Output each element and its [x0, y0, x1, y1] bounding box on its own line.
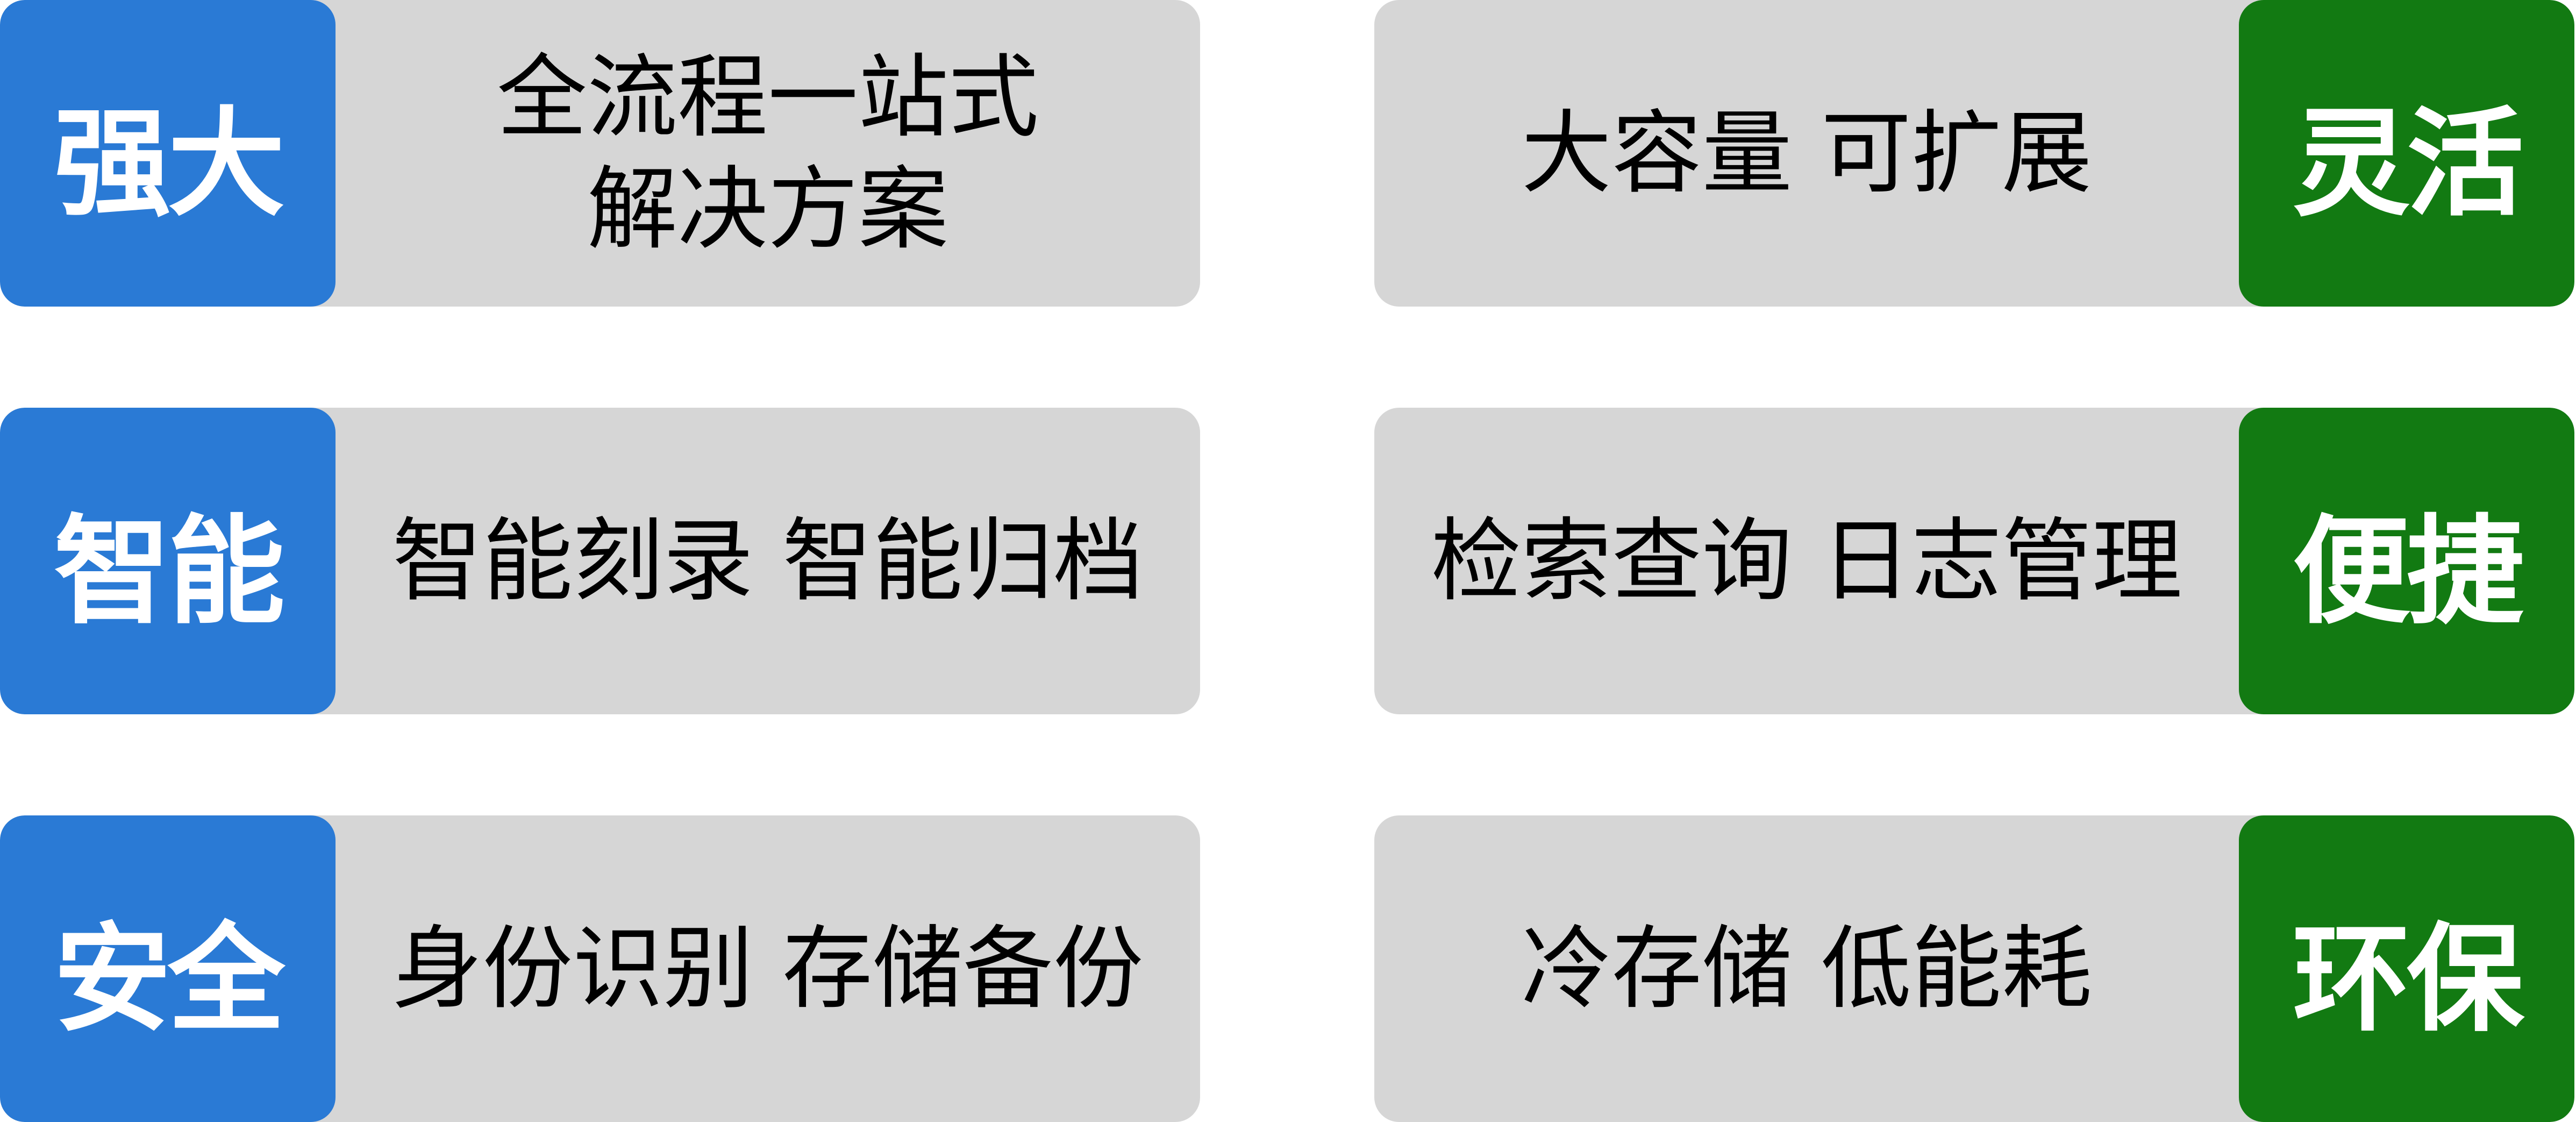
feature-tag-secure: 安全: [0, 815, 336, 1122]
feature-card-flexible: 大容量 可扩展 灵活: [1374, 0, 2574, 307]
feature-tag-flexible: 灵活: [2239, 0, 2574, 307]
feature-description-line: 身份识别 存储备份: [392, 916, 1144, 1021]
feature-description-line: 冷存储 低能耗: [1521, 916, 2092, 1021]
feature-tag-eco: 环保: [2239, 815, 2574, 1122]
feature-description-powerful: 全流程一站式 解决方案: [336, 0, 1200, 307]
feature-description-line: 大容量 可扩展: [1521, 101, 2092, 206]
feature-description-eco: 冷存储 低能耗: [1374, 815, 2239, 1122]
feature-description-secure: 身份识别 存储备份: [336, 815, 1200, 1122]
feature-description-line: 智能刻录 智能归档: [392, 508, 1144, 614]
feature-card-convenient: 检索查询 日志管理 便捷: [1374, 408, 2574, 714]
feature-tag-convenient: 便捷: [2239, 408, 2574, 714]
feature-description-convenient: 检索查询 日志管理: [1374, 408, 2239, 714]
feature-card-powerful: 强大 全流程一站式 解决方案: [0, 0, 1200, 307]
feature-card-eco: 冷存储 低能耗 环保: [1374, 815, 2574, 1122]
feature-description-flexible: 大容量 可扩展: [1374, 0, 2239, 307]
feature-description-smart: 智能刻录 智能归档: [336, 408, 1200, 714]
feature-description-line: 检索查询 日志管理: [1431, 508, 2182, 614]
feature-card-smart: 智能 智能刻录 智能归档: [0, 408, 1200, 714]
feature-description-line: 解决方案: [587, 157, 948, 262]
feature-tag-smart: 智能: [0, 408, 336, 714]
feature-card-secure: 安全 身份识别 存储备份: [0, 815, 1200, 1122]
feature-tag-powerful: 强大: [0, 0, 336, 307]
feature-description-line: 全流程一站式: [497, 45, 1039, 150]
